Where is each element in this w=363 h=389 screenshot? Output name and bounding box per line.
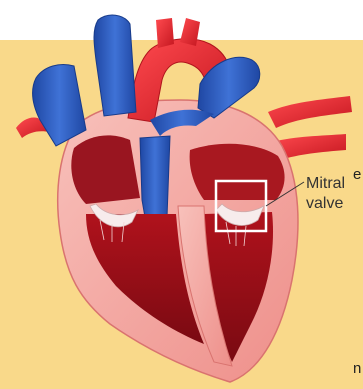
right-atrium-chamber	[71, 135, 140, 204]
aorta-branch-1	[156, 18, 174, 48]
mitral-valve-label-line2: valve	[306, 194, 345, 214]
pulmonary-vein-upper	[268, 96, 352, 128]
superior-vena-cava	[94, 15, 136, 116]
left-atrium-chamber	[190, 144, 285, 200]
cropped-text-fragment-top: e	[353, 166, 361, 184]
mitral-valve-label-line1: Mitral	[306, 174, 345, 194]
vena-cava-left	[33, 65, 86, 147]
mitral-valve-label: Mitral valve	[306, 174, 345, 214]
cropped-text-fragment-bottom: n	[353, 360, 361, 378]
